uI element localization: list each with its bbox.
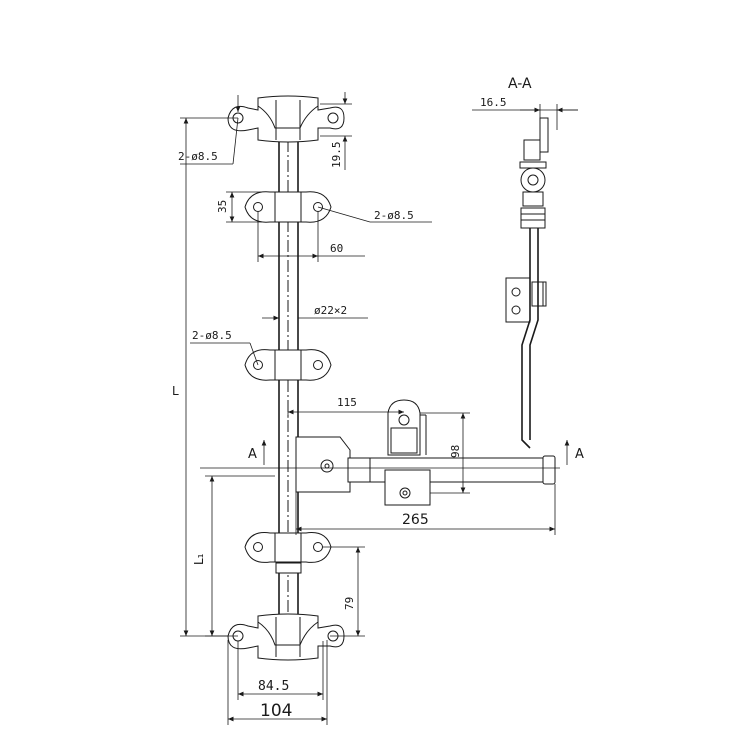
dimension-35: 35 — [216, 191, 262, 223]
extension-lines — [180, 117, 560, 637]
dimension-98: 98 — [420, 412, 470, 494]
section-title: A-A — [508, 76, 532, 92]
dimension-L1: L₁ — [192, 476, 215, 636]
label-84-5: 84.5 — [258, 679, 289, 694]
svg-text:A: A — [248, 447, 257, 462]
dimension-upper-hole: 2-ø8.5 — [317, 206, 432, 223]
label-79: 79 — [343, 597, 356, 610]
handle-keeper-lug — [384, 399, 431, 506]
dimension-60: 60 — [257, 212, 365, 262]
section-view-a-a: A-A 16.5 — [472, 76, 578, 449]
label-L1: L₁ — [192, 553, 206, 565]
label-98: 98 — [449, 445, 462, 458]
dimension-265: 265 — [296, 512, 555, 532]
top-keeper-bracket — [227, 95, 345, 143]
middle-guide-bracket — [244, 349, 332, 381]
dimension-L: L — [172, 118, 189, 636]
section-marker-left: A — [248, 440, 267, 465]
dimension-mid-hole: 2-ø8.5 — [190, 329, 259, 366]
label-115: 115 — [337, 396, 357, 409]
label-pipe: ø22×2 — [314, 304, 347, 317]
dimension-pipe: ø22×2 — [262, 304, 368, 321]
label-hole-top: 2-ø8.5 — [178, 150, 218, 163]
label-16-5: 16.5 — [480, 96, 507, 109]
label-L: L — [172, 384, 179, 398]
lower-guide-bracket — [244, 532, 332, 563]
dimension-79: 79 — [322, 546, 365, 637]
label-60: 60 — [330, 242, 343, 255]
dimension-84-5: 84.5 — [237, 641, 324, 700]
label-19-5: 19.5 — [330, 142, 343, 169]
label-104: 104 — [260, 701, 292, 721]
handle-bar — [295, 436, 556, 493]
section-marker-right: A — [564, 440, 584, 465]
dimension-104: 104 — [227, 640, 328, 725]
svg-text:A: A — [575, 447, 584, 462]
dimension-115: 115 — [287, 396, 404, 418]
label-265: 265 — [402, 512, 429, 528]
upper-guide-bracket — [244, 191, 332, 223]
rod-collar — [275, 562, 302, 574]
label-hole-mid: 2-ø8.5 — [192, 329, 232, 342]
dimension-top-hole: 2-ø8.5 — [178, 95, 241, 165]
label-35: 35 — [216, 200, 229, 213]
label-hole-upper: 2-ø8.5 — [374, 209, 414, 222]
dimension-19-5: 19.5 — [320, 92, 352, 170]
